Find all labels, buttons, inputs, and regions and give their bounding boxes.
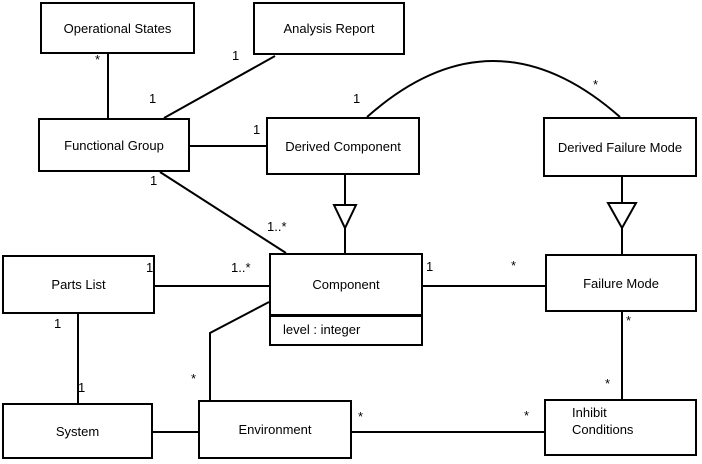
node-label: Parts List: [51, 277, 106, 292]
multiplicity-label: 1: [253, 122, 261, 137]
multiplicity-label: 1: [78, 380, 86, 395]
generalization-triangle-icon: [606, 202, 638, 231]
multiplicity-label: 1: [146, 260, 154, 275]
multiplicity-label: *: [524, 408, 530, 423]
multiplicity-label: 1: [232, 48, 240, 63]
node-inhibit-conditions[interactable]: Inhibit Conditions: [544, 399, 697, 456]
node-derived-component[interactable]: Derived Component: [266, 117, 420, 175]
multiplicity-label: 1..*: [231, 260, 251, 275]
edge-analysis-report-functional-group: [163, 55, 276, 119]
multiplicity-label: *: [593, 77, 599, 92]
node-parts-list[interactable]: Parts List: [2, 255, 155, 314]
node-operational-states[interactable]: Operational States: [40, 2, 195, 54]
node-component[interactable]: Component level : integer: [269, 253, 423, 346]
node-label: Functional Group: [64, 137, 164, 153]
node-label: Component: [312, 277, 380, 292]
multiplicity-label: 1: [54, 316, 62, 331]
node-label: Failure Mode: [583, 275, 659, 291]
multiplicity-label: *: [626, 313, 632, 328]
edge-derived-component-derived-failure-mode-arc: [366, 60, 621, 118]
node-label: Derived Component: [285, 138, 401, 154]
node-system[interactable]: System: [2, 403, 153, 459]
multiplicity-label: 1: [149, 91, 157, 106]
node-label: System: [55, 423, 100, 439]
multiplicity-label: 1: [353, 91, 361, 106]
multiplicity-label: *: [95, 52, 101, 67]
multiplicity-label: *: [191, 371, 197, 386]
node-label: Operational States: [63, 20, 172, 36]
node-functional-group[interactable]: Functional Group: [38, 118, 190, 172]
edge-component-environment: [209, 301, 270, 400]
node-environment[interactable]: Environment: [198, 400, 352, 459]
node-label: Environment: [238, 422, 312, 437]
edge-functional-group-component: [159, 171, 287, 254]
multiplicity-label: *: [358, 409, 364, 424]
node-attribute: level : integer: [271, 314, 421, 341]
multiplicity-label: 1: [150, 173, 158, 188]
node-analysis-report[interactable]: Analysis Report: [253, 2, 405, 55]
node-label: Inhibit Conditions: [572, 405, 634, 437]
generalization-triangle-icon: [332, 204, 358, 231]
node-derived-failure-mode[interactable]: Derived Failure Mode: [543, 117, 697, 177]
multiplicity-label: 1..*: [267, 219, 287, 234]
multiplicity-label: *: [511, 258, 517, 273]
multiplicity-label: *: [605, 376, 611, 391]
node-label: Analysis Report: [283, 21, 375, 36]
multiplicity-label: 1: [426, 259, 434, 274]
node-failure-mode[interactable]: Failure Mode: [545, 254, 697, 312]
node-label: Derived Failure Mode: [557, 139, 683, 155]
